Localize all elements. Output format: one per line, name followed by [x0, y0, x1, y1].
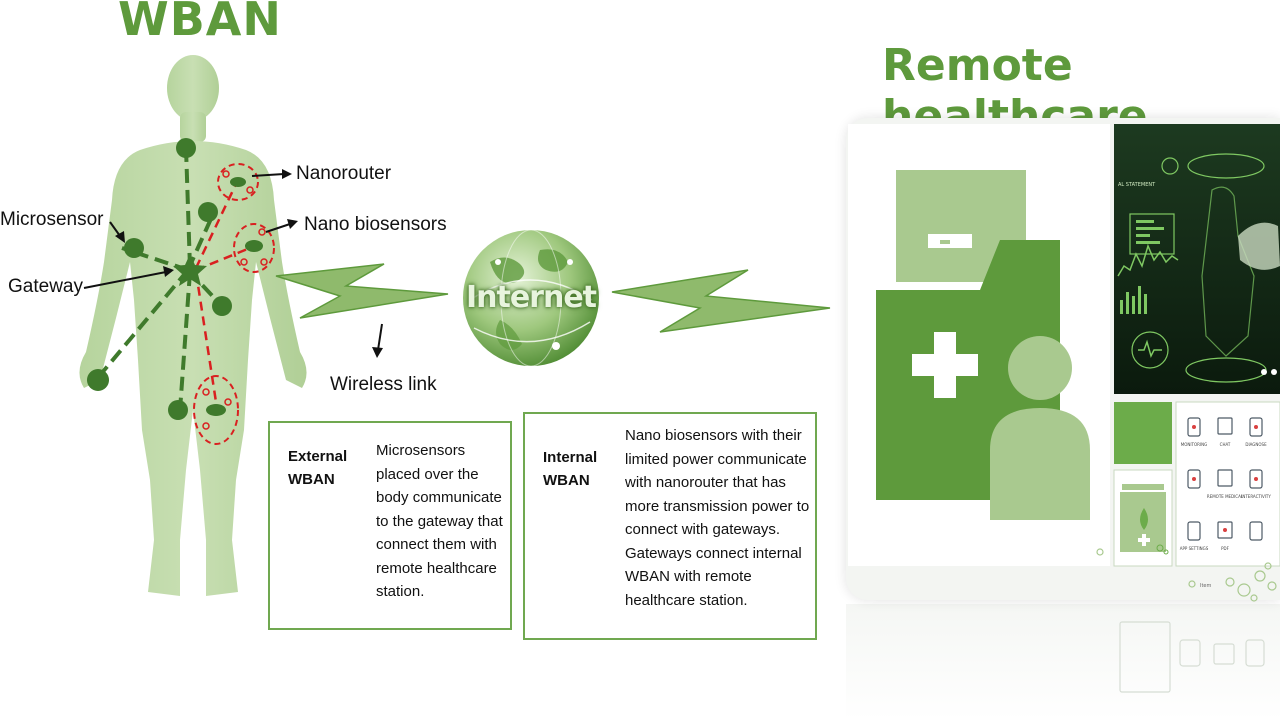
internet-label: Internet — [465, 280, 597, 315]
wireless-link-bolt-left — [275, 263, 449, 319]
panel-reflection — [846, 604, 1280, 720]
remote-healthcare-panel — [846, 118, 1280, 600]
nano-biosensor-cluster — [233, 223, 275, 273]
gateway-label: Gateway — [8, 276, 83, 297]
internal-wban-box: Internal WBAN Nano biosensors with their… — [523, 412, 817, 640]
external-wban-box: External WBAN Microsensors placed over t… — [268, 421, 512, 630]
nanorouter-cluster — [217, 163, 259, 201]
internal-wban-description: Nano biosensors with their limited power… — [625, 427, 810, 609]
wireless-link-label: Wireless link — [330, 374, 437, 395]
internet-globe-icon — [463, 229, 599, 367]
label-arrows — [83, 169, 383, 358]
internal-wban-links — [194, 183, 251, 403]
microsensor-dots — [87, 138, 232, 420]
wban-title: WBAN — [118, 0, 282, 46]
nano-biosensors-label: Nano biosensors — [304, 214, 447, 235]
leg-biosensor-cluster — [193, 375, 239, 445]
external-wban-description: Microsensors placed over the body commun… — [376, 442, 503, 600]
microsensor-label: Microsensor — [0, 209, 104, 230]
internal-wban-heading: Internal WBAN — [543, 449, 598, 489]
wireless-link-bolt-right — [611, 269, 831, 333]
gateway-star-icon — [173, 254, 207, 286]
nanorouter-label: Nanorouter — [296, 163, 392, 184]
external-wban-heading: External WBAN — [288, 448, 348, 488]
